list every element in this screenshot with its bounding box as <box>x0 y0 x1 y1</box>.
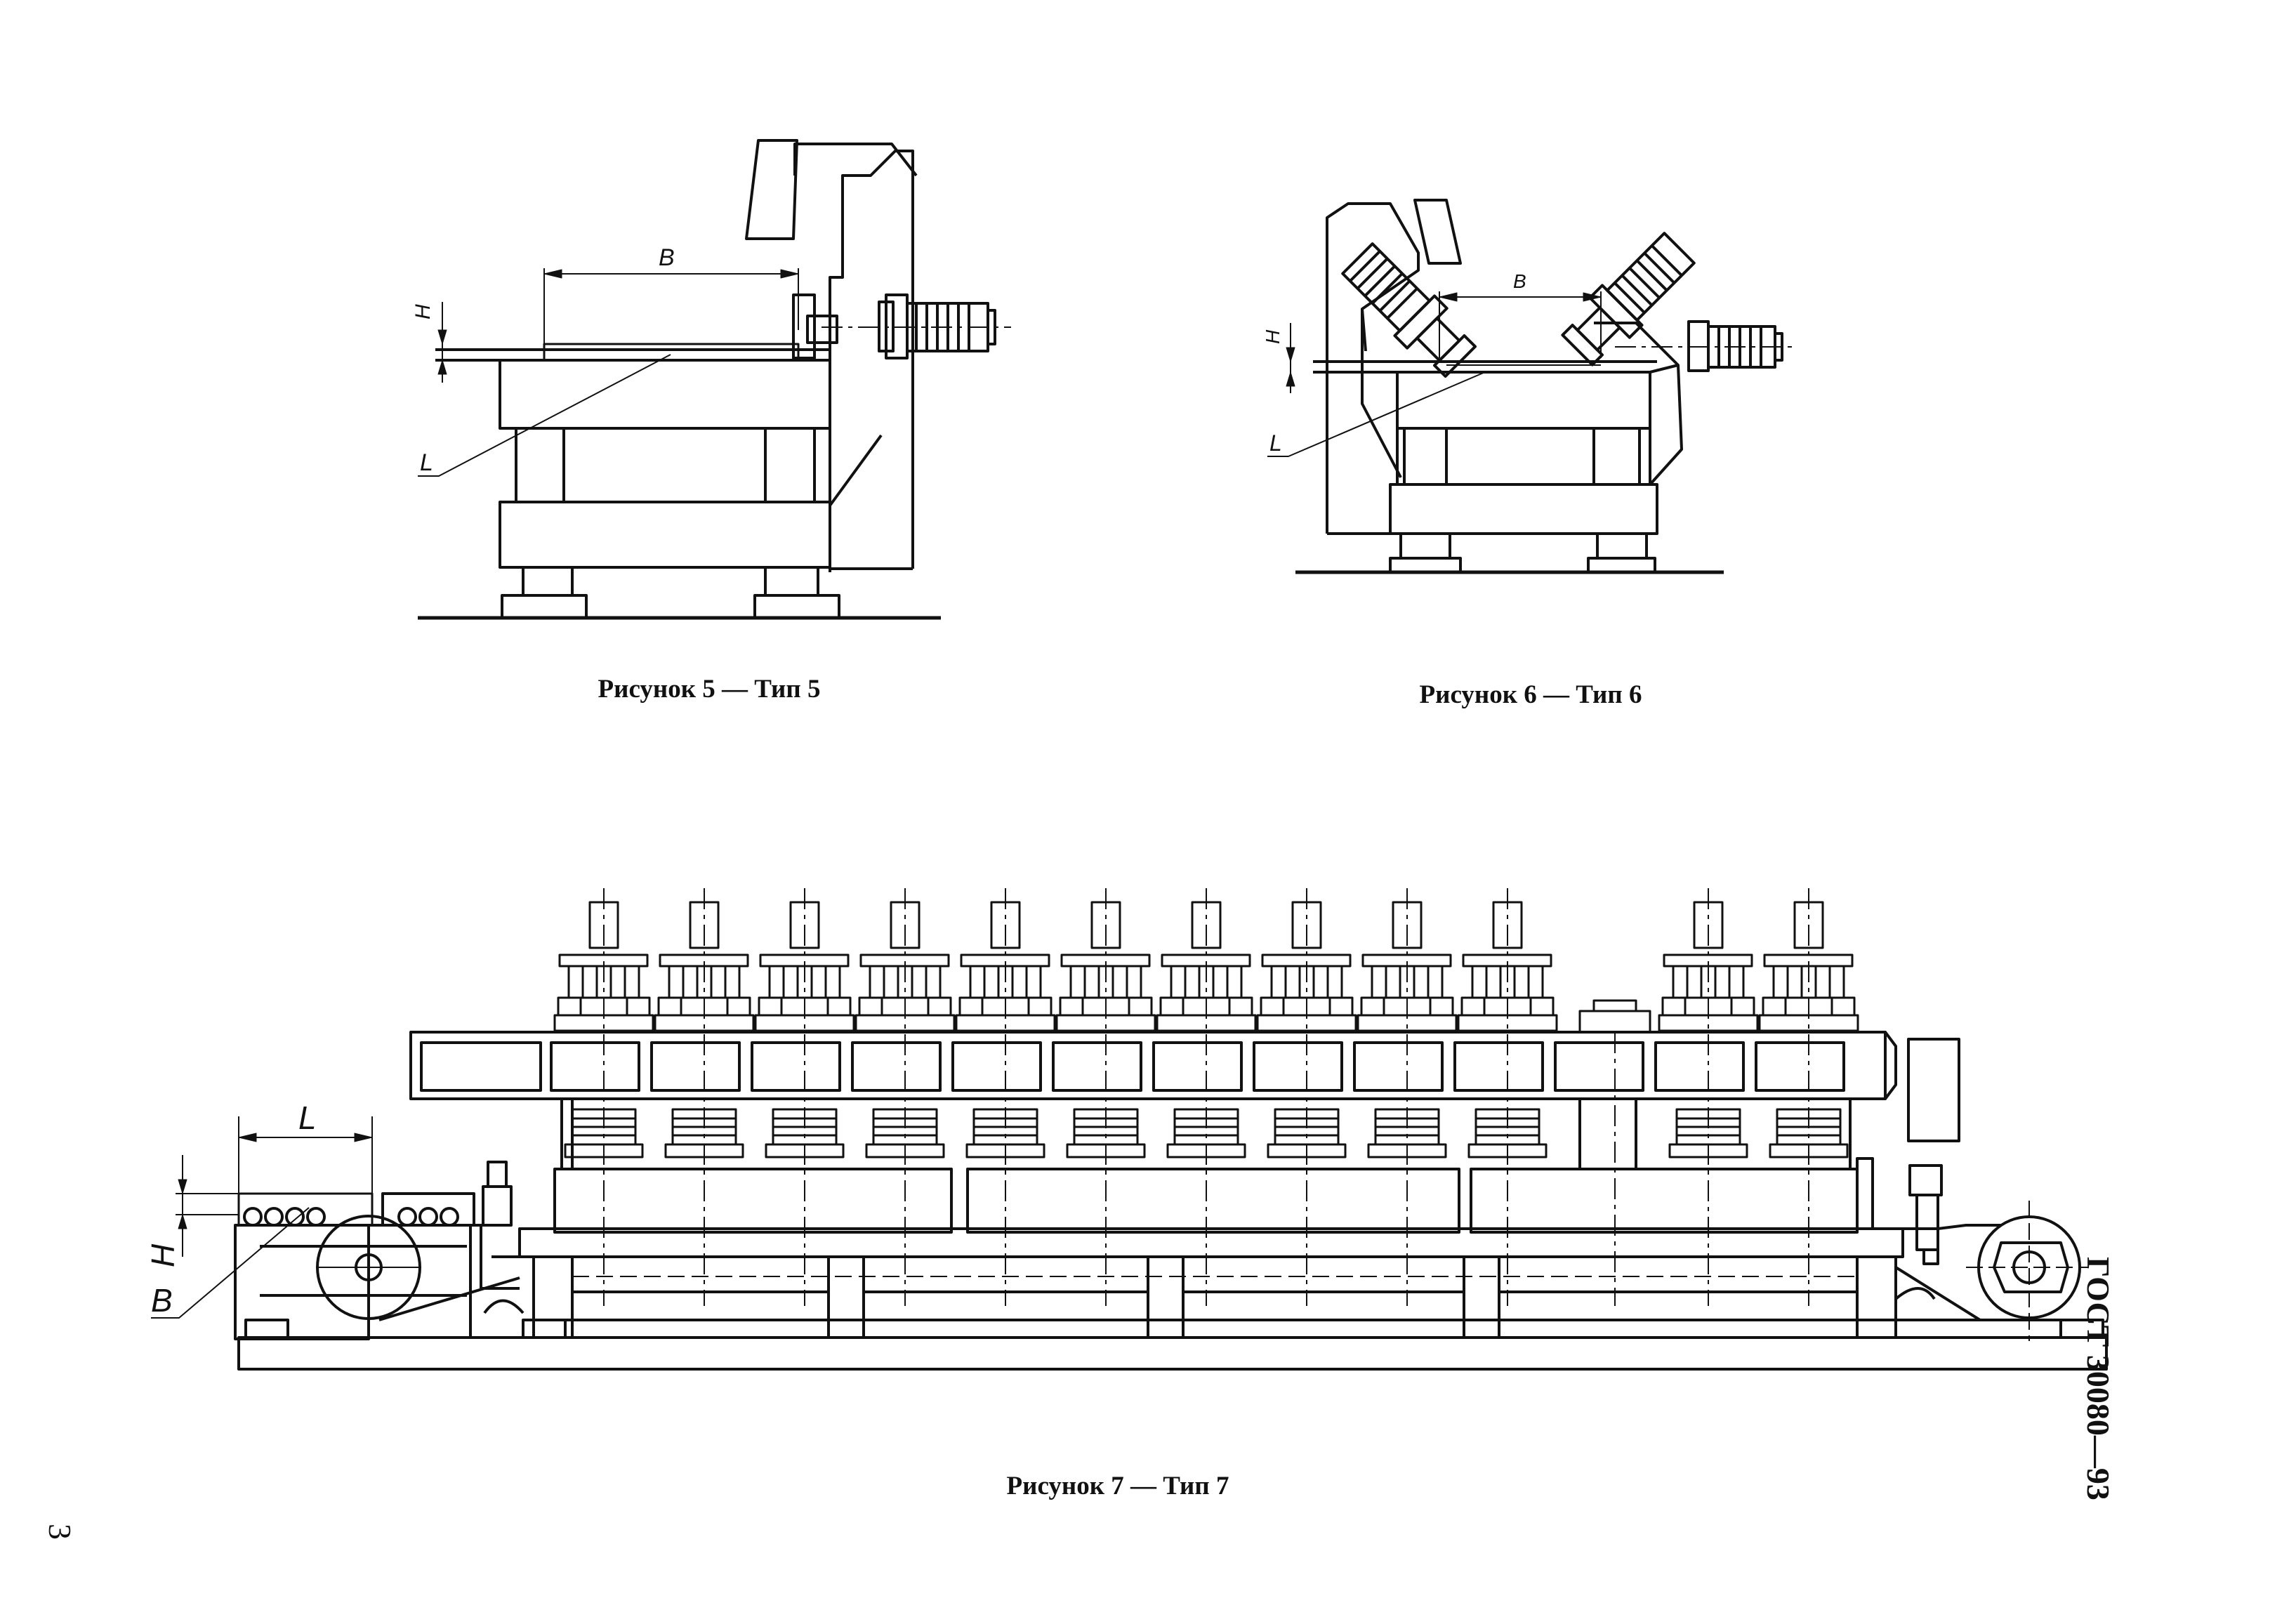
figure-5-caption: Рисунок 5 — Тип 5 <box>598 675 821 704</box>
fig6-dim-l-label: L <box>1269 430 1282 456</box>
figure-5-drawing <box>418 140 1011 618</box>
page-number: 3 <box>42 1524 78 1540</box>
fig7-dim-b-label: B <box>151 1282 173 1319</box>
figure-6-drawing <box>1267 200 1797 572</box>
fig5-dim-l-label: L <box>420 449 433 476</box>
fig5-dim-h-label: H <box>411 304 435 319</box>
fig7-dim-l-label: L <box>298 1100 317 1136</box>
fig5-dim-b-label: B <box>659 244 675 271</box>
figure-7-drawing <box>151 888 2106 1369</box>
fig6-dim-h-label: H <box>1262 329 1284 344</box>
standard-code: ГОСТ 30080—93 <box>2080 1257 2116 1500</box>
fig7-dim-h-label: H <box>145 1243 181 1267</box>
figure-6-caption: Рисунок 6 — Тип 6 <box>1419 680 1642 709</box>
figure-7-caption: Рисунок 7 — Тип 7 <box>1006 1472 1229 1500</box>
fig6-dim-b-label: B <box>1513 270 1526 292</box>
